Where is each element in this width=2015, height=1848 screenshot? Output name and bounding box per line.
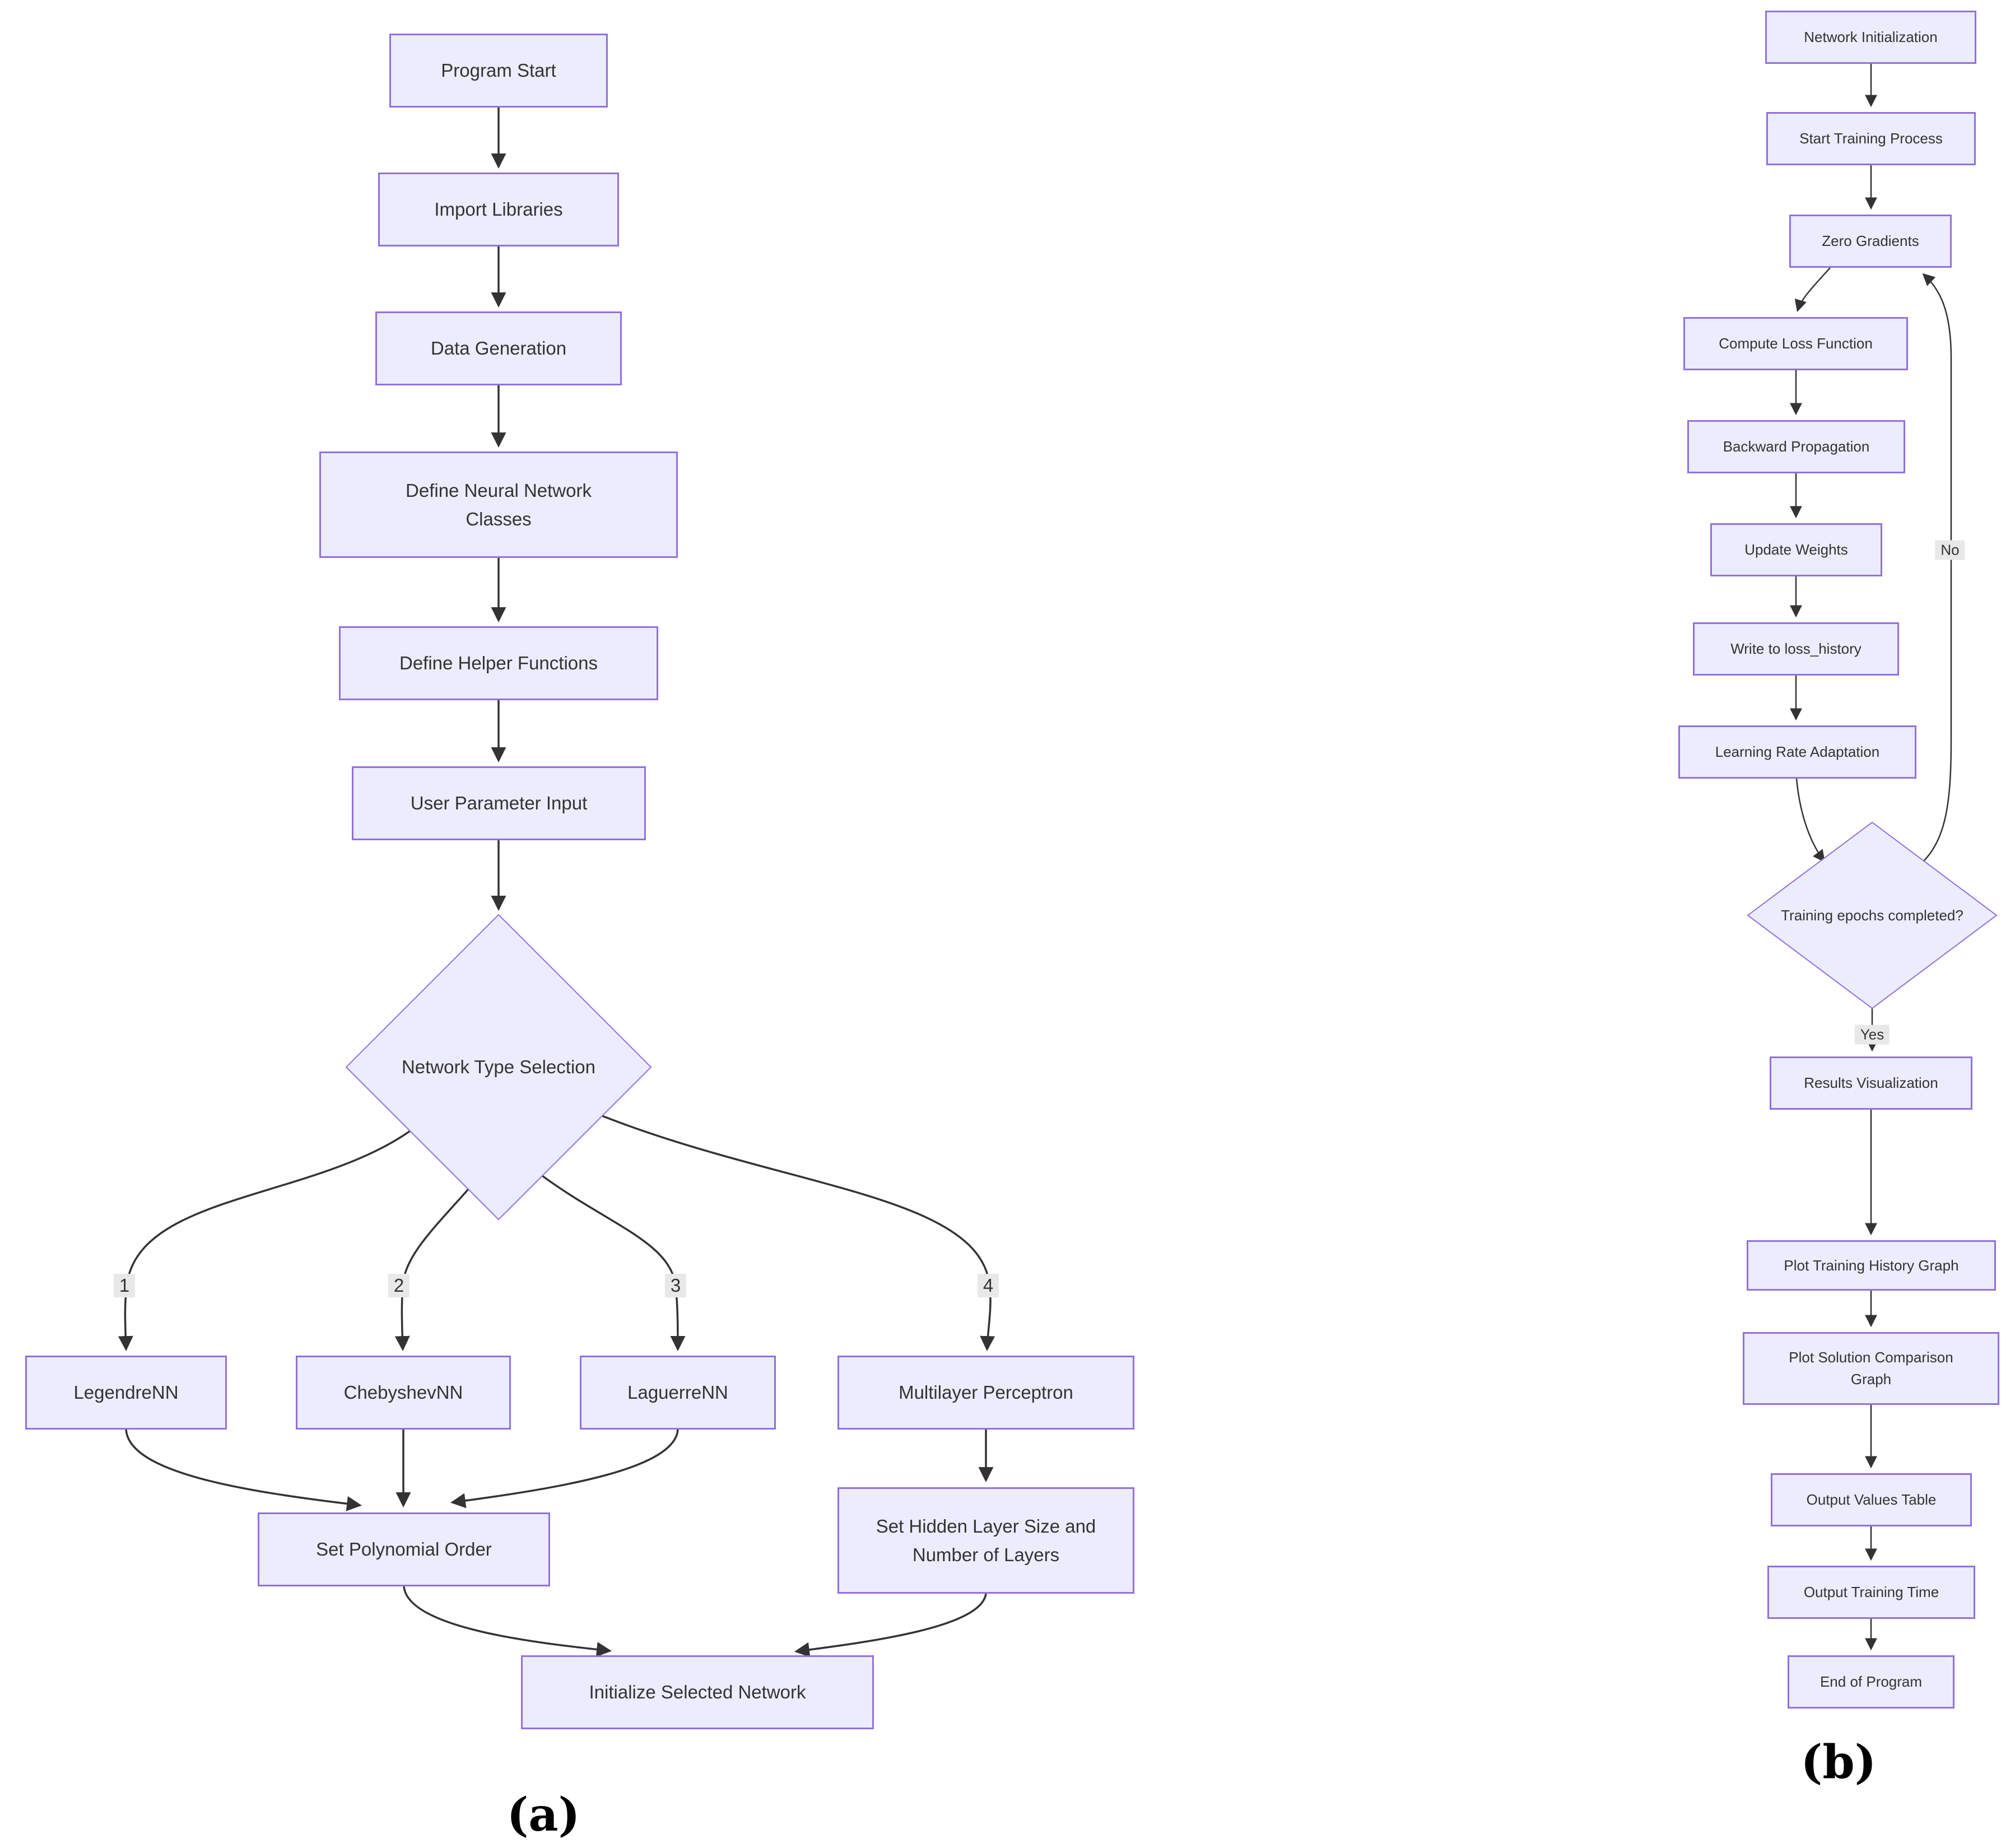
end-of-program-node: End of Program <box>1788 1655 1954 1709</box>
compute-loss-function-label: Compute Loss Function <box>1719 335 1873 352</box>
training-epochs-completed-label: Training epochs completed? <box>1781 906 1963 924</box>
data-generation-node: Data Generation <box>375 311 622 385</box>
set-hidden-layer-label: Set Hidden Layer Size and Number of Laye… <box>876 1515 1096 1565</box>
define-nn-classes-node: Define Neural Network Classes <box>319 451 678 558</box>
plot-training-history-label: Plot Training History Graph <box>1784 1256 1959 1274</box>
edge-set-hidden-layer-to-initialize-network <box>794 1593 987 1658</box>
edge-label-network-type-selection-to-multilayer-perceptron: 4 <box>977 1274 999 1297</box>
set-polynomial-order-node: Set Polynomial Order <box>258 1512 550 1586</box>
network-initialization-label: Network Initialization <box>1804 29 1938 45</box>
laguerre-nn-node: LaguerreNN <box>580 1356 776 1430</box>
results-visualization-node: Results Visualization <box>1770 1056 1972 1110</box>
edge-network-type-selection-to-legendre-nn <box>118 1130 411 1352</box>
program-start-node: Program Start <box>389 34 608 108</box>
zero-gradients-label: Zero Gradients <box>1822 232 1919 249</box>
compute-loss-function-node: Compute Loss Function <box>1683 317 1908 370</box>
edge-laguerre-nn-to-set-polynomial-order <box>450 1429 679 1509</box>
multilayer-perceptron-node: Multilayer Perceptron <box>837 1356 1134 1430</box>
edge-learning-rate-adaptation-to-training-epochs-completed <box>1795 778 1825 863</box>
network-type-selection-label: Network Type Selection <box>401 1056 596 1078</box>
edge-network-type-selection-to-laguerre-nn <box>541 1175 686 1352</box>
legendre-nn-node: LegendreNN <box>25 1356 227 1430</box>
caption-a: (a) <box>506 1788 580 1842</box>
edge-training-epochs-completed-to-zero-gradients <box>1921 273 1952 863</box>
output-training-time-node: Output Training Time <box>1767 1566 1975 1619</box>
output-training-time-label: Output Training Time <box>1803 1584 1939 1600</box>
end-of-program-label: End of Program <box>1819 1673 1923 1690</box>
learning-rate-adaptation-label: Learning Rate Adaptation <box>1715 743 1880 760</box>
chebyshev-nn-node: ChebyshevNN <box>296 1356 511 1430</box>
edge-label-training-epochs-completed-to-zero-gradients: No <box>1935 540 1965 560</box>
initialize-network-node: Initialize Selected Network <box>521 1655 874 1729</box>
edge-label-training-epochs-completed-to-results-visualization: Yes <box>1854 1025 1890 1045</box>
legendre-nn-label: LegendreNN <box>73 1382 179 1403</box>
define-helper-functions-node: Define Helper Functions <box>339 626 658 700</box>
output-values-table-node: Output Values Table <box>1771 1473 1972 1526</box>
initialize-network-label: Initialize Selected Network <box>589 1682 806 1703</box>
import-libraries-node: Import Libraries <box>378 173 619 246</box>
user-parameter-input-node: User Parameter Input <box>352 766 646 840</box>
plot-solution-comparison-label: Plot Solution Comparison Graph <box>1789 1349 1953 1388</box>
define-helper-functions-label: Define Helper Functions <box>399 653 598 674</box>
edge-label-network-type-selection-to-legendre-nn: 1 <box>113 1274 136 1297</box>
update-weights-label: Update Weights <box>1744 541 1848 558</box>
edge-network-type-selection-to-multilayer-perceptron <box>602 1115 995 1352</box>
program-start-label: Program Start <box>441 60 556 81</box>
backward-propagation-node: Backward Propagation <box>1687 420 1905 473</box>
edge-label-network-type-selection-to-laguerre-nn: 3 <box>664 1274 687 1297</box>
learning-rate-adaptation-node: Learning Rate Adaptation <box>1678 725 1916 779</box>
set-polynomial-order-label: Set Polynomial Order <box>316 1539 492 1560</box>
start-training-process-label: Start Training Process <box>1799 130 1943 147</box>
network-initialization-node: Network Initialization <box>1765 11 1976 64</box>
output-values-table-label: Output Values Table <box>1806 1491 1937 1508</box>
network-type-selection-decision-shape <box>345 914 652 1221</box>
training-epochs-completed-decision-shape <box>1747 821 1998 1009</box>
user-parameter-input-label: User Parameter Input <box>410 793 588 814</box>
write-loss-history-node: Write to loss_history <box>1693 622 1899 676</box>
laguerre-nn-label: LaguerreNN <box>627 1382 728 1403</box>
backward-propagation-label: Backward Propagation <box>1723 438 1870 455</box>
chebyshev-nn-label: ChebyshevNN <box>343 1382 463 1403</box>
results-visualization-label: Results Visualization <box>1804 1074 1938 1091</box>
write-loss-history-label: Write to loss_history <box>1730 640 1862 657</box>
start-training-process-node: Start Training Process <box>1766 112 1976 165</box>
zero-gradients-node: Zero Gradients <box>1789 215 1952 268</box>
import-libraries-label: Import Libraries <box>434 199 563 220</box>
edge-zero-gradients-to-compute-loss-function <box>1794 267 1831 313</box>
data-generation-label: Data Generation <box>430 338 567 359</box>
edge-label-network-type-selection-to-chebyshev-nn: 2 <box>388 1274 410 1297</box>
caption-b: (b) <box>1800 1735 1877 1789</box>
define-nn-classes-label: Define Neural Network Classes <box>406 480 592 529</box>
set-hidden-layer-node: Set Hidden Layer Size and Number of Laye… <box>837 1487 1134 1594</box>
edge-set-polynomial-order-to-initialize-network <box>403 1586 612 1657</box>
edge-legendre-nn-to-set-polynomial-order <box>125 1429 362 1511</box>
plot-training-history-node: Plot Training History Graph <box>1747 1240 1996 1291</box>
multilayer-perceptron-label: Multilayer Perceptron <box>899 1382 1073 1403</box>
plot-solution-comparison-node: Plot Solution Comparison Graph <box>1743 1332 1999 1405</box>
update-weights-node: Update Weights <box>1710 523 1882 576</box>
